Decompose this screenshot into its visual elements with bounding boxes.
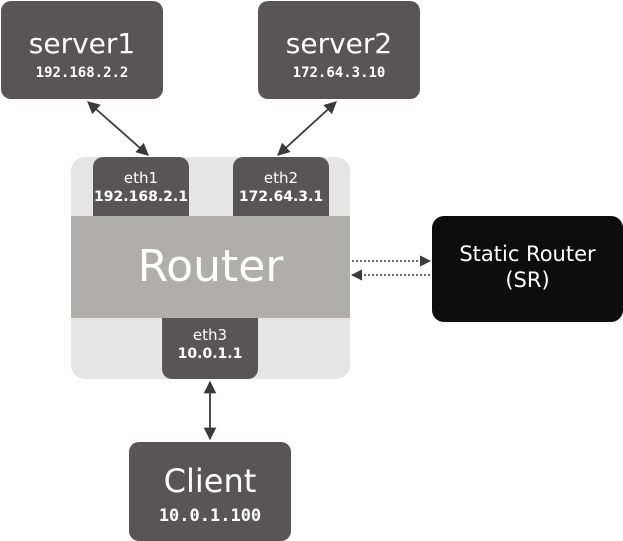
eth3-name: eth3: [192, 326, 228, 344]
static-router-node: Static Router (SR): [432, 216, 623, 322]
server2-ip: 172.64.3.10: [292, 65, 386, 81]
eth1-interface: eth1 192.168.2.1: [93, 157, 189, 216]
eth2-ip: 172.64.3.1: [238, 189, 324, 205]
eth2-name: eth2: [263, 169, 299, 187]
static-router-label: Static Router: [459, 242, 596, 266]
server1-name: server1: [28, 27, 136, 60]
eth3-interface: eth3 10.0.1.1: [162, 318, 258, 379]
server2-eth2-link: [277, 101, 337, 156]
server1-eth1-link: [87, 101, 149, 156]
router-label: Router: [137, 241, 284, 292]
server2-name: server2: [285, 27, 393, 60]
server1-ip: 192.168.2.2: [35, 65, 129, 81]
eth3-ip: 10.0.1.1: [177, 346, 243, 362]
router-band: [71, 216, 350, 318]
client-name: Client: [163, 462, 257, 500]
eth1-ip: 192.168.2.1: [94, 189, 188, 205]
server2-node: server2 172.64.3.10: [258, 1, 420, 99]
eth1-name: eth1: [123, 169, 159, 187]
eth2-interface: eth2 172.64.3.1: [233, 157, 329, 216]
static-router-abbrev: (SR): [505, 268, 550, 292]
client-ip: 10.0.1.100: [158, 506, 262, 526]
server1-node: server1 192.168.2.2: [1, 1, 163, 99]
client-node: Client 10.0.1.100: [129, 442, 291, 541]
